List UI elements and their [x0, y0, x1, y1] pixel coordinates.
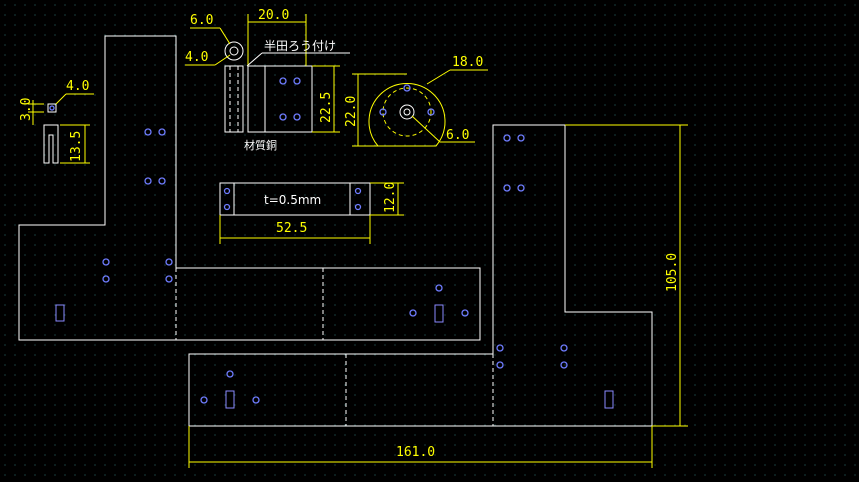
hole	[503, 134, 511, 142]
leader-4-left	[55, 93, 67, 105]
hole	[144, 128, 152, 136]
cylinder-body	[224, 65, 244, 133]
hole	[503, 184, 511, 192]
left-detail-u-shape	[43, 124, 59, 164]
slot	[604, 390, 614, 409]
upper-bracket-outline	[18, 35, 481, 341]
cylinder-detail	[185, 14, 350, 133]
dim-text-20: 20.0	[258, 8, 289, 23]
flange-hole	[427, 108, 435, 116]
hole	[496, 344, 504, 352]
dim-text-12: 12.0	[383, 182, 398, 213]
hole	[200, 396, 208, 404]
hole	[226, 370, 234, 378]
hole	[496, 361, 504, 369]
holes	[102, 77, 568, 404]
dim-text-105: 105.0	[665, 253, 680, 292]
hole	[144, 177, 152, 185]
overall-dimensions	[188, 124, 688, 468]
dim-text-4-left: 4.0	[66, 79, 89, 94]
hole	[165, 258, 173, 266]
hole	[252, 396, 260, 404]
dim-text-3: 3.0	[19, 98, 34, 121]
hole	[435, 284, 443, 292]
flange-bolt-circle	[382, 87, 432, 137]
tab-plate	[247, 65, 313, 133]
hole	[279, 77, 287, 85]
hole	[293, 113, 301, 121]
thin-plate	[219, 182, 404, 244]
flange-hole	[379, 108, 387, 116]
slot	[225, 390, 235, 409]
leader-6-top-2	[219, 27, 231, 45]
flange-center-outer	[399, 104, 415, 120]
left-detail-hole	[49, 105, 55, 111]
cylinder-top-inner	[229, 46, 239, 56]
slot	[434, 304, 444, 323]
dim-text-6-top: 6.0	[190, 13, 213, 28]
hole	[293, 77, 301, 85]
leader-18	[426, 69, 451, 85]
flange-outline	[368, 82, 446, 147]
flange-hole	[403, 84, 411, 92]
dim-text-13-5: 13.5	[69, 131, 84, 162]
flange-center-inner	[403, 108, 411, 116]
flange-detail	[352, 69, 488, 147]
note-material: 材質銅	[244, 138, 277, 152]
dim-text-6-flange: 6.0	[446, 128, 469, 143]
thin-plate-outline	[219, 182, 371, 216]
hole	[409, 309, 417, 317]
solder-leader-2	[246, 52, 263, 67]
hole	[560, 361, 568, 369]
dim-text-52-5: 52.5	[276, 221, 307, 236]
hole	[165, 275, 173, 283]
leader-6-flange	[411, 115, 441, 143]
hole	[158, 128, 166, 136]
hole	[560, 344, 568, 352]
dim-text-22-5: 22.5	[319, 92, 334, 123]
hole	[102, 275, 110, 283]
leader-4-top-2	[214, 54, 231, 66]
hole	[223, 187, 231, 195]
hole	[354, 203, 362, 211]
dim-text-4-top: 4.0	[185, 50, 208, 65]
left-detail	[28, 93, 94, 164]
note-thickness: t=0.5mm	[264, 193, 321, 207]
note-solder: 半田ろう付け	[264, 39, 336, 53]
dim-text-161: 161.0	[396, 445, 435, 460]
cylinder-top-outer	[224, 41, 244, 61]
hole	[461, 309, 469, 317]
slot	[55, 304, 65, 322]
hole	[223, 203, 231, 211]
hole	[517, 134, 525, 142]
hole	[354, 187, 362, 195]
hole	[517, 184, 525, 192]
dim-text-22: 22.0	[344, 96, 359, 127]
hole	[102, 258, 110, 266]
dim-text-18: 18.0	[452, 55, 483, 70]
upper-bracket	[18, 35, 481, 341]
hole	[279, 113, 287, 121]
hole	[158, 177, 166, 185]
slots	[55, 304, 614, 409]
left-detail-ring	[47, 103, 57, 113]
